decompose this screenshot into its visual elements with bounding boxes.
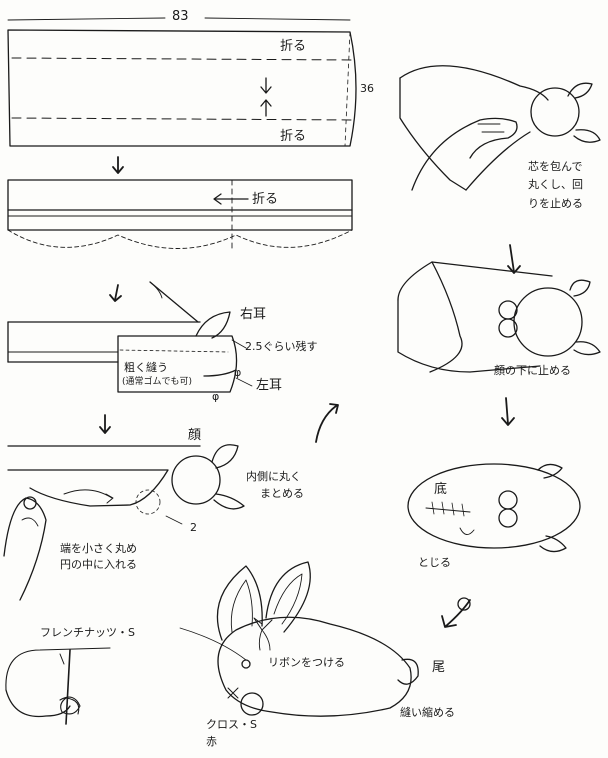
bottom-label: 底: [434, 482, 448, 497]
phi-label-2: φ: [212, 390, 220, 403]
fold-label-2: 折る: [280, 129, 307, 144]
down-arrow-2: [109, 284, 122, 302]
down-arrow-A: [507, 244, 521, 274]
gather-inside-label-2: まとめる: [260, 487, 304, 500]
french-knot-label: フレンチナッツ・S: [40, 626, 135, 639]
curved-arrow-up: [315, 403, 339, 443]
red-label: 赤: [206, 735, 217, 748]
roll-end-label-1: 端を小さく丸め: [60, 542, 137, 555]
bottom-stepC: [407, 463, 581, 553]
french-knot-detail: [5, 647, 111, 725]
wrap-core-label-1: 芯を包んで: [528, 160, 583, 173]
down-arrow-1: [112, 156, 124, 174]
finished-rabbit: [179, 561, 419, 717]
height-36-label: 36: [360, 82, 374, 95]
roll-end-label-2: 円の中に入れる: [60, 558, 137, 571]
width-83-label: 83: [172, 9, 189, 24]
sew-roughly-label: 粗く縫う: [124, 361, 168, 374]
folded-strip-step2: [7, 179, 353, 251]
down-arrow-3: [99, 414, 111, 434]
fold-label-1: 折る: [280, 39, 307, 54]
close-up-label: とじる: [418, 556, 451, 569]
wrap-core-label-3: りを止める: [528, 197, 583, 210]
fasten-stepB: [397, 261, 601, 373]
sew-shrink-label: 縫い縮める: [400, 706, 455, 719]
phi-label-1: φ: [234, 366, 242, 379]
gather-inside-label-1: 内側に丸く: [246, 470, 301, 483]
number-2-label: 2: [190, 521, 197, 534]
fold-label-3: 折る: [252, 192, 279, 207]
sewing-strip-step3: [7, 281, 253, 393]
wrap-core-stepA: [399, 65, 601, 191]
cloth-rectangle-step1: [7, 17, 357, 147]
left-ear-label: 左耳: [256, 378, 283, 393]
fasten-under-face-label: 顔の下に止める: [494, 364, 571, 377]
face-label: 顔: [188, 428, 202, 443]
right-ear-label: 右耳: [240, 307, 267, 322]
face-step4: [3, 444, 245, 601]
tail-label: 尾: [432, 660, 446, 675]
leave-2-5-label: 2.5ぐらい残す: [245, 340, 318, 353]
cross-stitch-label: クロス・S: [206, 718, 257, 731]
elastic-ok-label: (通常ゴムでも可): [122, 377, 193, 387]
curved-arrow-down-left: [441, 597, 471, 628]
wrap-core-label-2: 丸くし、回: [528, 178, 583, 191]
attach-ribbon-label: リボンをつける: [268, 656, 345, 669]
down-arrow-B: [501, 397, 515, 426]
